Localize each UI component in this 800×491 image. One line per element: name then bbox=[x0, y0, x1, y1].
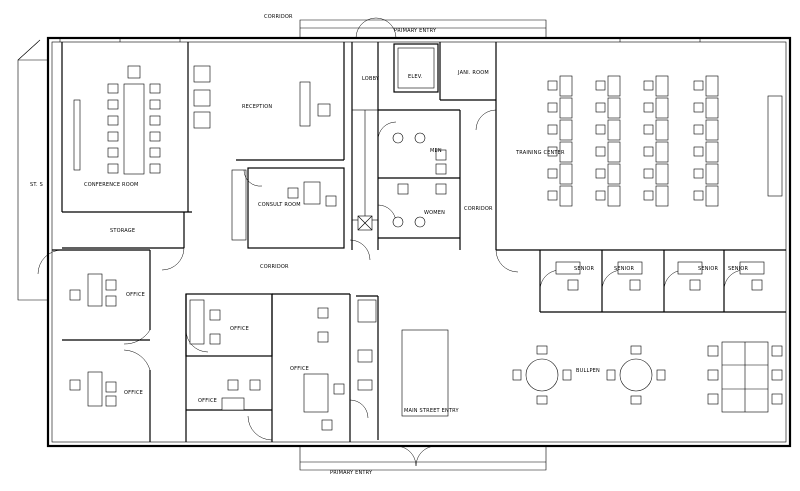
label-storage: STORAGE bbox=[110, 228, 135, 234]
training-desk bbox=[705, 141, 719, 163]
training-chair bbox=[643, 146, 654, 157]
training-desk bbox=[705, 75, 719, 97]
office-furniture bbox=[69, 261, 765, 431]
training-chair bbox=[643, 124, 654, 135]
training-chair bbox=[595, 80, 606, 91]
label-entry-bottom: PRIMARY ENTRY bbox=[330, 470, 373, 476]
training-desk bbox=[655, 163, 669, 185]
exterior-walls bbox=[17, 17, 792, 471]
training-desk bbox=[655, 185, 669, 207]
training-chair bbox=[595, 190, 606, 201]
label-lobby: LOBBY bbox=[362, 76, 380, 82]
training-desk bbox=[655, 97, 669, 119]
interior-walls bbox=[52, 42, 786, 442]
bullpen-chairs bbox=[512, 345, 666, 405]
training-desk bbox=[705, 185, 719, 207]
training-chair bbox=[643, 80, 654, 91]
label-conference-room: CONFERENCE ROOM bbox=[84, 182, 138, 188]
training-chair bbox=[693, 168, 704, 179]
training-desks bbox=[547, 75, 719, 207]
training-chair bbox=[547, 80, 558, 91]
label-office-2: OFFICE bbox=[124, 390, 143, 396]
label-office-3: OFFICE bbox=[230, 326, 249, 332]
reception-furniture bbox=[193, 65, 337, 207]
label-consult-room: CONSULT ROOM bbox=[258, 202, 301, 208]
training-desk bbox=[705, 97, 719, 119]
label-senior-1: SENIOR bbox=[574, 266, 594, 272]
label-main-street-entry: MAIN STREET ENTRY bbox=[404, 408, 460, 414]
label-janitor: JANI. ROOM bbox=[457, 70, 489, 76]
training-desk bbox=[559, 163, 573, 185]
training-desk bbox=[705, 163, 719, 185]
training-desk bbox=[607, 185, 621, 207]
training-chair bbox=[595, 102, 606, 113]
training-chair bbox=[547, 190, 558, 201]
label-women: WOMEN bbox=[424, 210, 445, 216]
training-desk bbox=[559, 119, 573, 141]
training-chair bbox=[693, 124, 704, 135]
training-chair bbox=[693, 102, 704, 113]
bullpen-furniture bbox=[512, 341, 783, 413]
training-chair bbox=[693, 190, 704, 201]
label-office-1: OFFICE bbox=[126, 292, 145, 298]
training-chair bbox=[643, 168, 654, 179]
training-chair bbox=[547, 102, 558, 113]
label-senior-2: SENIOR bbox=[614, 266, 634, 272]
training-desk bbox=[607, 119, 621, 141]
label-office-4: OFFICE bbox=[198, 398, 217, 404]
label-reception: RECEPTION bbox=[242, 104, 272, 110]
training-chair bbox=[547, 168, 558, 179]
conference-table-group bbox=[73, 65, 161, 175]
training-desk bbox=[655, 75, 669, 97]
training-desk bbox=[705, 119, 719, 141]
training-desk bbox=[607, 75, 621, 97]
label-corridor-mid: CORRIDOR bbox=[260, 264, 289, 270]
label-side: ST. S bbox=[30, 182, 43, 188]
training-desk bbox=[607, 163, 621, 185]
training-chair bbox=[643, 102, 654, 113]
label-senior-4: SENIOR bbox=[728, 266, 748, 272]
training-chair bbox=[547, 124, 558, 135]
door-swings bbox=[37, 109, 745, 441]
label-corridor-top: CORRIDOR bbox=[264, 14, 293, 20]
training-chair bbox=[643, 190, 654, 201]
label-entry-top: PRIMARY ENTRY bbox=[394, 28, 437, 34]
training-desk bbox=[607, 141, 621, 163]
training-chair bbox=[547, 146, 558, 157]
training-desk bbox=[655, 119, 669, 141]
training-chair bbox=[693, 80, 704, 91]
training-chair bbox=[595, 124, 606, 135]
conference-chairs bbox=[107, 83, 161, 174]
training-desk bbox=[607, 97, 621, 119]
label-corridor-right: CORRIDOR bbox=[464, 206, 493, 212]
label-training-center: TRAINING CENTER bbox=[515, 150, 565, 156]
training-desk bbox=[559, 141, 573, 163]
training-chair bbox=[595, 146, 606, 157]
training-chair bbox=[693, 146, 704, 157]
label-bullpen: BULLPEN bbox=[576, 368, 600, 374]
label-elevator: ELEV. bbox=[408, 74, 423, 80]
room-labels: PRIMARY ENTRY PRIMARY ENTRY ELEV. LOBBY … bbox=[30, 14, 748, 476]
label-men: MEN bbox=[430, 148, 442, 154]
restroom-fixtures bbox=[357, 132, 447, 231]
training-chair bbox=[595, 168, 606, 179]
label-office-5: OFFICE bbox=[290, 366, 309, 372]
label-senior-3: SENIOR bbox=[698, 266, 718, 272]
training-desk bbox=[559, 75, 573, 97]
training-desk bbox=[559, 185, 573, 207]
training-desk bbox=[655, 141, 669, 163]
training-desk bbox=[559, 97, 573, 119]
